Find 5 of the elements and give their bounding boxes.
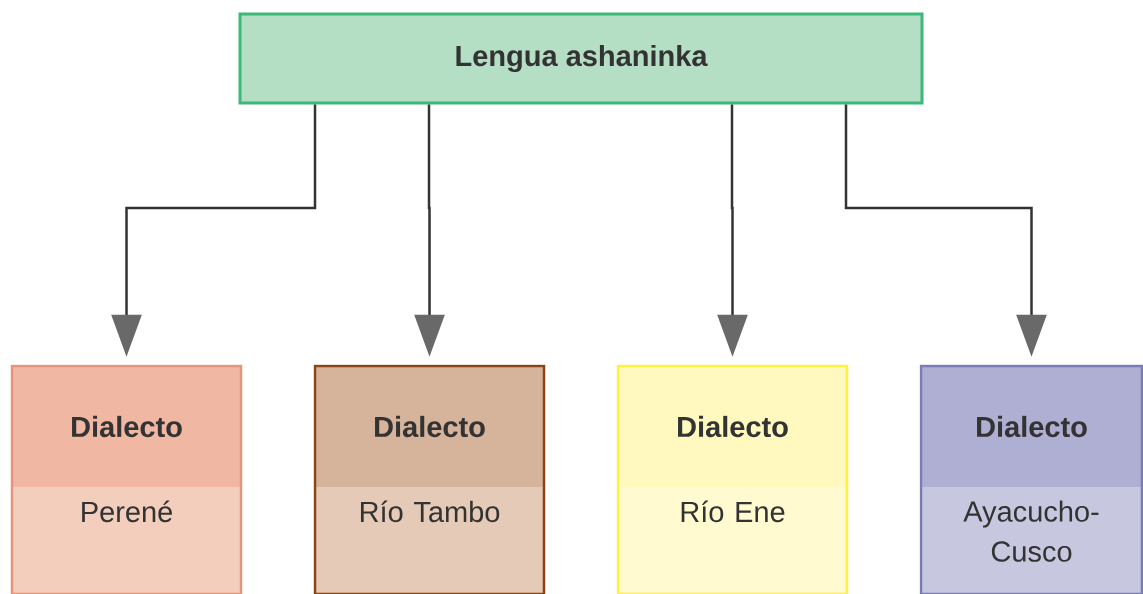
dialect-box: Dialecto Río Tambo bbox=[313, 364, 546, 594]
dialect-box: Dialecto Perené bbox=[10, 364, 243, 594]
title-box: Lengua ashaninka bbox=[238, 12, 924, 105]
dialect-box: Dialecto Río Ene bbox=[616, 364, 849, 594]
dialect-box: Dialecto Ayacucho-Cusco bbox=[919, 364, 1143, 594]
